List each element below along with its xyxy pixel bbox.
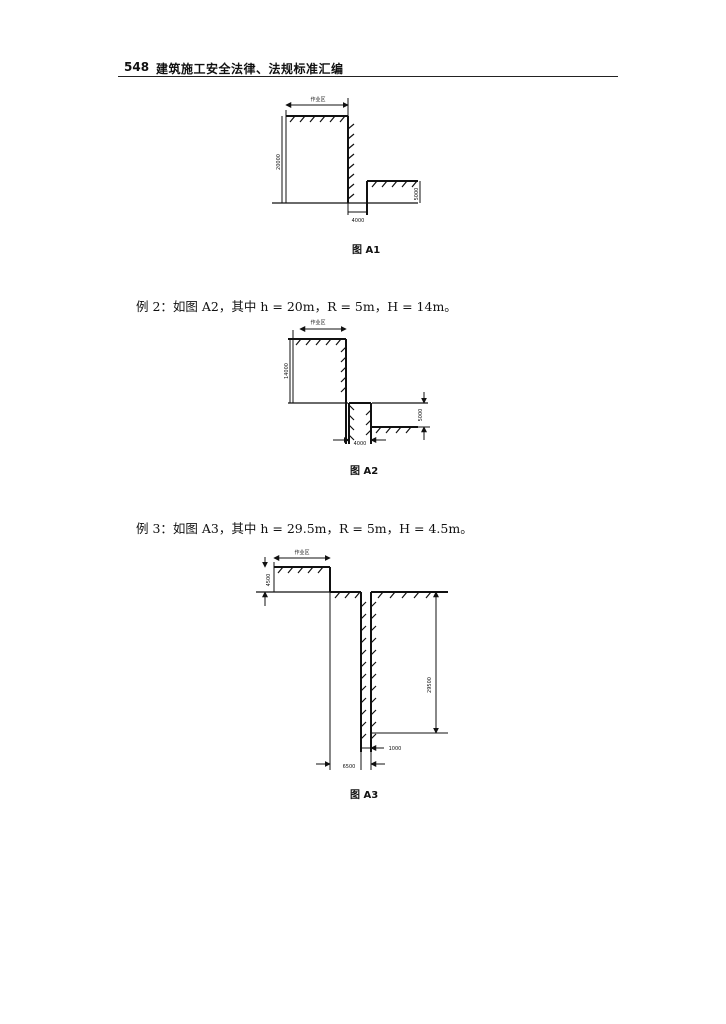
header-rule xyxy=(118,76,618,77)
a3-roof-hatch xyxy=(277,566,324,574)
a3-work-area-label: 作业区 xyxy=(294,549,309,556)
a3-gap-label: 6500 xyxy=(343,764,356,770)
a1-height-label: 20000 xyxy=(276,154,282,170)
a3-right-roof-hatch xyxy=(377,591,432,599)
book-title: 建筑施工安全法律、法规标准汇编 xyxy=(156,62,344,76)
a3-side-label: 1000 xyxy=(389,746,402,752)
a3-top-label: 4500 xyxy=(266,574,272,587)
a1-work-area-label: 作业区 xyxy=(310,96,325,103)
a1-wall-hatch xyxy=(347,123,355,200)
a3-depth-label: 29500 xyxy=(427,677,433,693)
caption-a2: 图 A2 xyxy=(350,466,379,477)
a2-pit-right-hatch xyxy=(365,409,372,436)
a2-wall-hatch xyxy=(340,346,347,393)
page-number: 548 xyxy=(124,60,150,74)
a2-roof-hatch xyxy=(295,338,342,346)
a2-gap-label: 4000 xyxy=(354,441,367,447)
example-3-text: 例 3：如图 A3，其中 h = 29.5m，R = 5m，H = 4.5m。 xyxy=(136,521,473,536)
a2-height-label: 14000 xyxy=(284,363,290,379)
figure-a3 xyxy=(256,555,448,770)
a1-gap-label: 4000 xyxy=(352,218,365,224)
caption-a1: 图 A1 xyxy=(352,245,381,256)
a2-lower-hatch xyxy=(375,426,412,434)
a1-roof-hatch xyxy=(289,115,346,123)
a3-pit-left-hatch xyxy=(360,601,367,740)
a1-step-label: 5000 xyxy=(414,188,420,201)
caption-a3: 图 A3 xyxy=(350,790,379,801)
figure-a1 xyxy=(272,98,421,215)
example-2-text: 例 2：如图 A2，其中 h = 20m，R = 5m，H = 14m。 xyxy=(136,299,457,314)
page-header: 548 建筑施工安全法律、法规标准汇编 xyxy=(118,54,618,78)
figure-a2 xyxy=(288,326,430,444)
a3-pit-top-hatch xyxy=(334,591,361,599)
a3-pit-right-hatch xyxy=(370,601,377,740)
a1-step-hatch xyxy=(371,180,418,188)
a2-pit-left-hatch xyxy=(348,404,355,441)
a2-work-area-label: 作业区 xyxy=(310,319,325,326)
a2-drop-label: 5000 xyxy=(418,409,424,422)
